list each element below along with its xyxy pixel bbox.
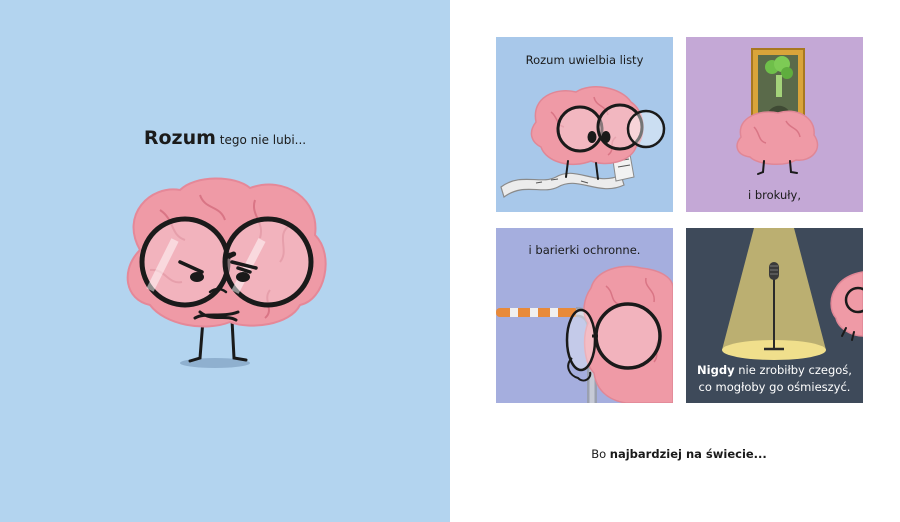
bottom-caption-prefix: Bo — [591, 447, 610, 461]
left-caption-bold: Rozum — [143, 127, 216, 149]
panel-microphone-text: Nigdy nie zrobiłby czegoś, co mogłoby go … — [686, 362, 863, 396]
panel-lists: Rozum uwielbia listy — [496, 37, 673, 212]
panel-broccoli: i brokuły, — [686, 37, 863, 212]
panel-broccoli-text: i brokuły, — [748, 188, 801, 202]
brain-with-broccoli-painting-illustration — [736, 48, 819, 175]
panel-microphone-line1: nie zrobiłby czegoś, — [734, 363, 852, 377]
left-caption: Rozum tego nie lubi... — [0, 127, 450, 149]
panel-microphone: Nigdy nie zrobiłby czegoś, co mogłoby go … — [686, 228, 863, 403]
bottom-caption: Bo najbardziej na świecie... — [496, 447, 862, 461]
spotlight-microphone-illustration — [722, 228, 863, 360]
left-page: Rozum tego nie lubi... — [0, 0, 450, 522]
panel-lists-text: Rozum uwielbia listy — [525, 53, 644, 67]
bottom-caption-bold: najbardziej na świecie... — [609, 447, 767, 461]
brain-with-railing-illustration — [496, 265, 673, 403]
panel-railings: i barierki ochronne. — [496, 228, 673, 403]
brain-with-list-illustration — [500, 86, 666, 198]
left-caption-rest: tego nie lubi... — [215, 133, 307, 147]
panel-microphone-bold: Nigdy — [697, 363, 735, 377]
panel-microphone-line2: co mogłoby go ośmieszyć. — [698, 380, 851, 394]
panel-railings-text: i barierki ochronne. — [528, 243, 641, 257]
grumpy-brain-illustration — [126, 177, 327, 368]
